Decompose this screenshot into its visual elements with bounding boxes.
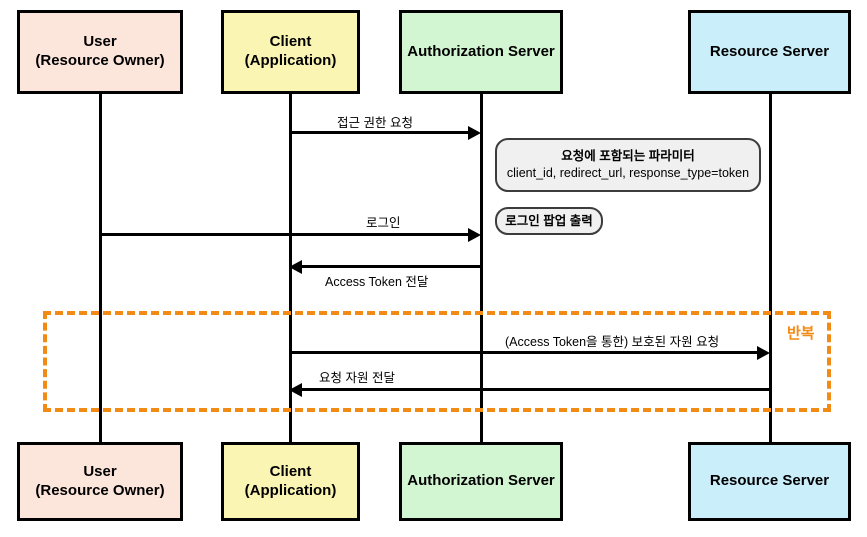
message-arrowhead-protected-resource-request	[757, 346, 770, 360]
participant-user-bottom-label-line1: User	[83, 462, 117, 480]
participant-user-label-line2: (Resource Owner)	[35, 52, 165, 69]
message-label-resource-delivery: 요청 자원 전달	[319, 371, 395, 385]
loop-label: 반복	[787, 325, 815, 342]
participant-resource-bottom-label-line1: Resource Server	[709, 472, 830, 490]
lifeline-user	[99, 93, 102, 442]
participant-client-top[interactable]: Client (Application)	[221, 10, 360, 94]
participant-client-label-line1: Client	[269, 33, 312, 51]
message-line-protected-resource-request	[289, 351, 761, 354]
message-arrowhead-resource-delivery	[289, 383, 302, 397]
message-label-access-token: Access Token 전달	[325, 275, 429, 289]
lifeline-resource	[769, 93, 772, 442]
note-login-popup: 로그인 팝업 출력	[495, 207, 603, 235]
note-login-popup-line1: 로그인 팝업 출력	[505, 213, 593, 228]
participant-auth-label-line1: Authorization Server	[407, 42, 555, 60]
note-request-parameters-line1: 요청에 포함되는 파라미터	[561, 149, 695, 164]
message-line-access-request	[289, 131, 473, 134]
participant-auth-bottom[interactable]: Authorization Server	[399, 442, 563, 521]
participant-user-top[interactable]: User (Resource Owner)	[17, 10, 183, 94]
participant-auth-top[interactable]: Authorization Server	[399, 10, 563, 94]
message-label-protected-resource-request: (Access Token을 통한) 보호된 자원 요청	[505, 335, 720, 349]
participant-client-bottom-label-line1: Client	[269, 462, 312, 480]
participant-user-bottom-label-line2: (Resource Owner)	[35, 481, 165, 499]
message-label-login: 로그인	[366, 216, 401, 230]
participant-client-label-line2: (Application)	[244, 52, 337, 69]
participant-resource-label-line1: Resource Server	[709, 42, 830, 60]
participant-resource-bottom[interactable]: Resource Server	[688, 442, 851, 521]
participant-resource-top[interactable]: Resource Server	[688, 10, 851, 94]
message-label-access-request: 접근 권한 요청	[337, 116, 413, 130]
message-line-resource-delivery	[301, 388, 771, 391]
participant-client-bottom-label-line2: (Application)	[244, 481, 337, 499]
message-line-login	[99, 233, 473, 236]
lifeline-auth	[480, 93, 483, 442]
note-request-parameters: 요청에 포함되는 파라미터 client_id, redirect_url, r…	[495, 138, 761, 192]
message-arrowhead-login	[468, 228, 481, 242]
loop-frame	[43, 311, 831, 412]
message-arrowhead-access-token	[289, 260, 302, 274]
participant-user-bottom[interactable]: User (Resource Owner)	[17, 442, 183, 521]
participant-auth-bottom-label-line1: Authorization Server	[407, 472, 555, 490]
participant-user-label-line1: User	[83, 33, 117, 51]
note-request-parameters-line2: client_id, redirect_url, response_type=t…	[506, 166, 750, 180]
message-line-access-token	[301, 265, 481, 268]
participant-client-bottom[interactable]: Client (Application)	[221, 442, 360, 521]
message-arrowhead-access-request	[468, 126, 481, 140]
